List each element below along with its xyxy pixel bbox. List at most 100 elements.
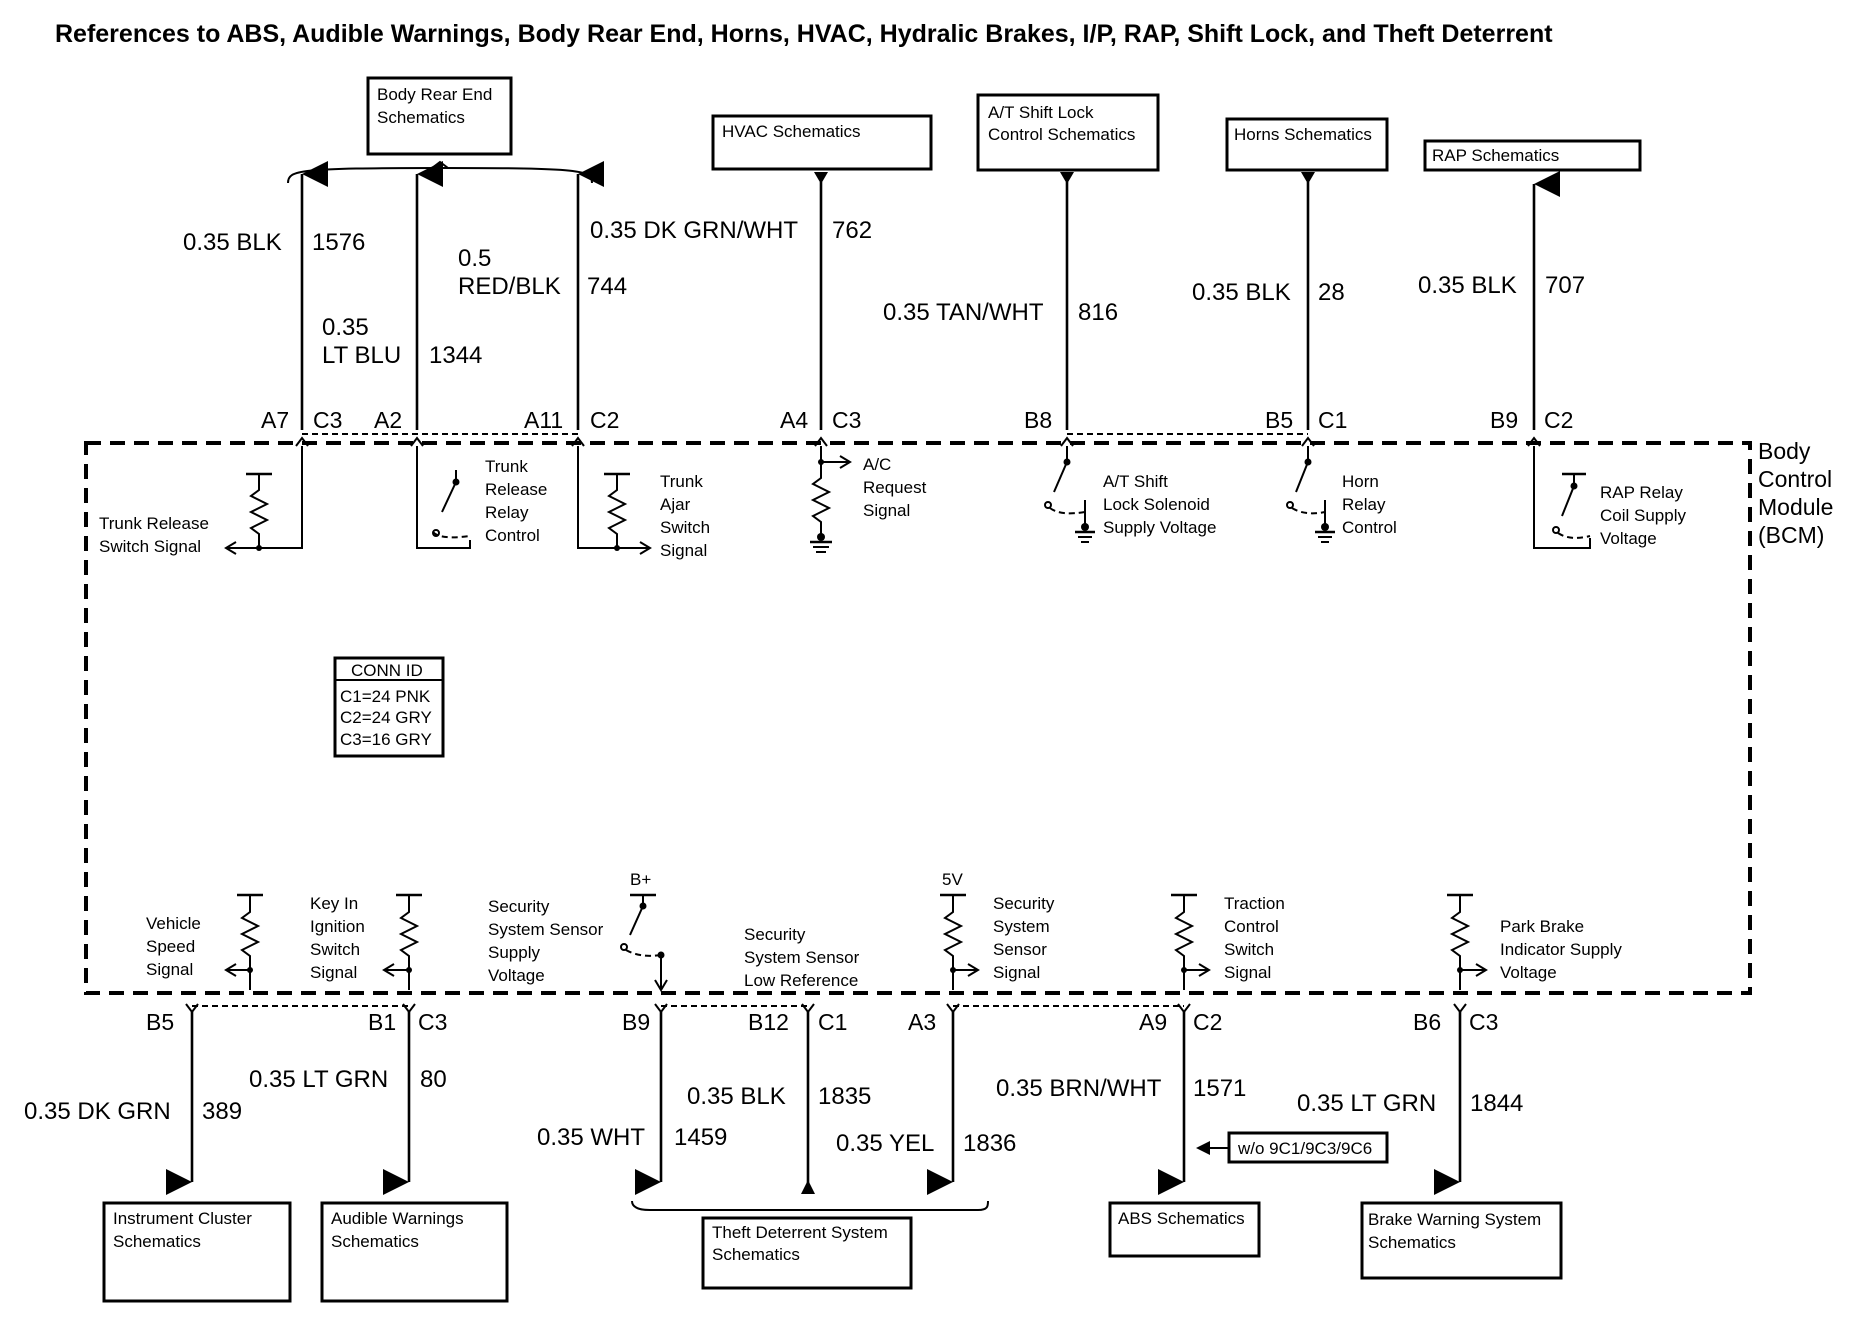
svg-text:Trunk Release: Trunk Release — [99, 514, 209, 533]
svg-text:Relay: Relay — [1342, 495, 1386, 514]
svg-text:Switch: Switch — [660, 518, 710, 537]
option-note: w/o 9C1/9C3/9C6 — [1196, 1131, 1389, 1164]
svg-text:System: System — [993, 917, 1050, 936]
theft-deterrent-box[interactable]: Theft Deterrent System Schematics — [701, 1216, 913, 1290]
svg-text:80: 80 — [420, 1066, 447, 1093]
svg-text:Sensor: Sensor — [993, 940, 1047, 959]
svg-text:A/T Shift: A/T Shift — [1103, 472, 1168, 491]
audible-warnings-box[interactable]: Audible Warnings Schematics — [320, 1201, 509, 1303]
wire-80: 0.35 LT GRN 80 — [249, 1012, 447, 1195]
svg-text:A11: A11 — [524, 407, 563, 433]
wire-1344: 0.35 LT BLU 1344 — [322, 161, 482, 430]
svg-text:B1: B1 — [368, 1009, 396, 1035]
hvac-box[interactable]: HVAC Schematics — [711, 114, 933, 171]
svg-text:Low Reference: Low Reference — [744, 971, 858, 990]
key-in-label: Key In Ignition Switch Signal — [310, 894, 365, 982]
rap-box[interactable]: RAP Schematics — [1423, 139, 1642, 172]
svg-text:C3: C3 — [313, 407, 342, 433]
svg-text:0.35 DK GRN/WHT: 0.35 DK GRN/WHT — [590, 217, 798, 244]
svg-text:C1: C1 — [818, 1009, 847, 1035]
shift-lock-box[interactable]: A/T Shift Lock Control Schematics — [976, 93, 1160, 172]
svg-text:Switch: Switch — [1224, 940, 1274, 959]
svg-text:Security: Security — [488, 897, 550, 916]
body-rear-end-brace — [287, 166, 593, 184]
trunk-release-relay-switch — [416, 446, 471, 549]
svg-text:Schematics: Schematics — [331, 1232, 419, 1251]
key-in-pullup — [382, 893, 422, 990]
shift-lock-switch — [1044, 446, 1095, 543]
svg-text:0.35 DK GRN: 0.35 DK GRN — [24, 1098, 171, 1125]
instrument-cluster-box[interactable]: Instrument Cluster Schematics — [102, 1201, 292, 1303]
wire-28: 0.35 BLK 28 — [1192, 172, 1345, 430]
brake-warning-box[interactable]: Brake Warning System Schematics — [1360, 1201, 1563, 1280]
top-connector-chevrons — [295, 433, 1541, 447]
wire-762: 0.35 DK GRN/WHT 762 — [590, 172, 872, 430]
svg-text:System Sensor: System Sensor — [744, 948, 860, 967]
svg-text:C3=16 GRY: C3=16 GRY — [340, 730, 432, 749]
svg-text:Release: Release — [485, 480, 547, 499]
svg-text:0.35 LT GRN: 0.35 LT GRN — [249, 1066, 388, 1093]
wire-816: 0.35 TAN/WHT 816 — [883, 172, 1118, 430]
svg-text:Instrument Cluster: Instrument Cluster — [113, 1209, 252, 1228]
svg-text:Voltage: Voltage — [1500, 963, 1557, 982]
vehicle-speed-pullup — [224, 893, 263, 990]
wire-1576: 0.35 BLK 1576 — [183, 161, 365, 430]
svg-text:B5: B5 — [146, 1009, 174, 1035]
svg-text:Voltage: Voltage — [488, 966, 545, 985]
trunk-release-switch-signal-label: Trunk Release Switch Signal — [99, 514, 209, 556]
ac-request-pulldown — [810, 446, 852, 553]
svg-text:A4: A4 — [780, 407, 808, 433]
svg-text:C2: C2 — [590, 407, 619, 433]
svg-text:Ajar: Ajar — [660, 495, 691, 514]
svg-text:1344: 1344 — [429, 342, 482, 369]
svg-text:(BCM): (BCM) — [1758, 522, 1824, 548]
body-rear-end-box[interactable]: Body Rear End Schematics — [366, 76, 513, 156]
svg-text:389: 389 — [202, 1098, 242, 1125]
svg-text:0.35 BLK: 0.35 BLK — [687, 1083, 786, 1110]
svg-text:C3: C3 — [1469, 1009, 1498, 1035]
svg-text:28: 28 — [1318, 279, 1345, 306]
svg-text:B6: B6 — [1413, 1009, 1441, 1035]
theft-brace — [631, 1200, 989, 1211]
svg-text:0.35 YEL: 0.35 YEL — [836, 1130, 934, 1157]
security-supply-label: Security System Sensor Supply Voltage — [488, 897, 604, 985]
svg-text:Signal: Signal — [863, 501, 910, 520]
diagram-title: References to ABS, Audible Warnings, Bod… — [55, 20, 1553, 48]
wire-744: 0.5 RED/BLK 744 — [458, 161, 627, 430]
svg-text:Signal: Signal — [1224, 963, 1271, 982]
horn-relay-switch — [1286, 446, 1335, 543]
svg-text:Brake Warning System: Brake Warning System — [1368, 1210, 1541, 1229]
horns-box[interactable]: Horns Schematics — [1225, 117, 1389, 172]
svg-text:Park Brake: Park Brake — [1500, 917, 1584, 936]
svg-text:0.5: 0.5 — [458, 245, 491, 272]
trunk-release-pullup — [224, 446, 303, 555]
svg-text:Audible Warnings: Audible Warnings — [331, 1209, 464, 1228]
svg-text:1576: 1576 — [312, 229, 365, 256]
svg-text:CONN ID: CONN ID — [351, 661, 423, 680]
rap-relay-label: RAP Relay Coil Supply Voltage — [1600, 483, 1686, 548]
wire-1836: 0.35 YEL 1836 — [836, 1012, 1016, 1195]
svg-text:Signal: Signal — [310, 963, 357, 982]
horn-relay-label: Horn Relay Control — [1342, 472, 1397, 537]
svg-text:RAP Relay: RAP Relay — [1600, 483, 1683, 502]
svg-text:Speed: Speed — [146, 937, 195, 956]
top-pin-labels: A7 C3 A2 A11 C2 A4 C3 B8 B5 C1 B9 C2 — [261, 407, 1573, 433]
svg-text:Control Schematics: Control Schematics — [988, 125, 1135, 144]
svg-text:w/o 9C1/9C3/9C6: w/o 9C1/9C3/9C6 — [1237, 1139, 1372, 1158]
svg-text:Coil Supply: Coil Supply — [1600, 506, 1686, 525]
svg-text:Security: Security — [993, 894, 1055, 913]
bcm-outline — [84, 441, 1752, 995]
svg-text:Security: Security — [744, 925, 806, 944]
wire-1844: 0.35 LT GRN 1844 — [1297, 1012, 1523, 1195]
svg-text:Control: Control — [1224, 917, 1279, 936]
svg-text:Key In: Key In — [310, 894, 358, 913]
svg-text:A/C: A/C — [863, 455, 891, 474]
svg-text:0.35: 0.35 — [322, 314, 369, 341]
svg-text:Body: Body — [1758, 438, 1811, 464]
svg-text:LT BLU: LT BLU — [322, 342, 401, 369]
abs-box[interactable]: ABS Schematics — [1108, 1201, 1261, 1258]
svg-text:C1: C1 — [1318, 407, 1347, 433]
svg-text:0.35 BRN/WHT: 0.35 BRN/WHT — [996, 1075, 1162, 1102]
traction-control-pullup — [1171, 893, 1211, 990]
bottom-pin-labels: B5 B1 C3 B9 B12 C1 A3 A9 C2 B6 C3 — [146, 1009, 1498, 1035]
